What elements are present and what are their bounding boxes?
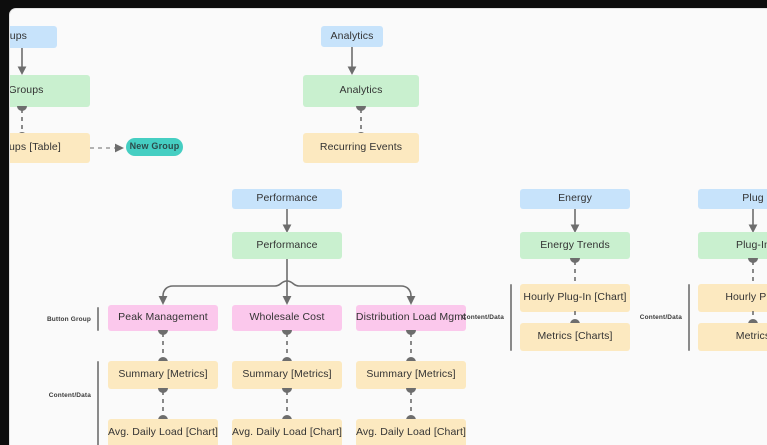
connector-performance-branch	[158, 259, 416, 305]
node-plugin-metrics[interactable]: Metrics	[698, 323, 767, 351]
connector-performance-page-to-screen	[282, 209, 292, 233]
connector-distribution-summary-to-chart	[406, 388, 416, 420]
connector-groups-page-to-screen	[17, 48, 27, 75]
node-distribution-summary[interactable]: Summary [Metrics]	[356, 361, 466, 389]
connector-energy-hourly-to-metrics	[570, 311, 580, 324]
bracket-content-data-energy	[510, 284, 512, 351]
button-new-group[interactable]: New Group	[126, 138, 183, 156]
node-wholesale-avg-daily-load[interactable]: Avg. Daily Load [Chart]	[232, 419, 342, 445]
node-peak-summary[interactable]: Summary [Metrics]	[108, 361, 218, 389]
node-analytics-screen[interactable]: Analytics	[303, 75, 419, 107]
connector-peak-to-summary	[158, 330, 168, 362]
button-wholesale-cost[interactable]: Wholesale Cost	[232, 305, 342, 331]
connector-analytics-page-to-screen	[347, 47, 357, 75]
node-energy-page[interactable]: Energy	[520, 189, 630, 209]
node-plugin-hourly-chart[interactable]: Hourly Plug	[698, 284, 767, 312]
node-groups-screen[interactable]: Groups	[10, 75, 90, 107]
connector-plugin-hourly-to-metrics	[748, 311, 758, 324]
label-content-data-energy: Content/Data	[461, 314, 504, 321]
node-energy-hourly-plugin-chart[interactable]: Hourly Plug-In [Chart]	[520, 284, 630, 312]
connector-energy-screen-to-hourly	[570, 258, 580, 286]
connector-wholesale-summary-to-chart	[282, 388, 292, 420]
node-distribution-avg-daily-load[interactable]: Avg. Daily Load [Chart]	[356, 419, 466, 445]
label-content-data-plugin: Content/Data	[639, 314, 682, 321]
bracket-button-group	[97, 307, 99, 331]
node-analytics-page[interactable]: Analytics	[321, 26, 383, 47]
node-groups-page[interactable]: Groups	[10, 26, 57, 48]
node-performance-page[interactable]: Performance	[232, 189, 342, 209]
bracket-content-data-performance	[97, 361, 99, 445]
node-groups-table[interactable]: Groups [Table]	[10, 133, 90, 163]
connector-plugin-page-to-screen	[748, 209, 758, 233]
button-distribution-load-mgmt[interactable]: Distribution Load Mgmt	[356, 305, 466, 331]
connector-wholesale-to-summary	[282, 330, 292, 362]
node-energy-metrics-charts[interactable]: Metrics [Charts]	[520, 323, 630, 351]
diagram-canvas[interactable]: Groups Groups Groups [Table] New Group A…	[10, 9, 767, 445]
connector-groups-table-to-new-group	[90, 143, 124, 153]
node-plugin-page[interactable]: Plug	[698, 189, 767, 209]
node-wholesale-summary[interactable]: Summary [Metrics]	[232, 361, 342, 389]
connector-peak-summary-to-chart	[158, 388, 168, 420]
bracket-content-data-plugin	[688, 284, 690, 351]
node-recurring-events[interactable]: Recurring Events	[303, 133, 419, 163]
diagram-canvas-frame: Groups Groups Groups [Table] New Group A…	[10, 9, 767, 445]
button-peak-management[interactable]: Peak Management	[108, 305, 218, 331]
node-plugin-screen[interactable]: Plug-In	[698, 232, 767, 259]
node-performance-screen[interactable]: Performance	[232, 232, 342, 259]
connector-distribution-to-summary	[406, 330, 416, 362]
node-peak-avg-daily-load[interactable]: Avg. Daily Load [Chart]	[108, 419, 218, 445]
node-energy-trends-screen[interactable]: Energy Trends	[520, 232, 630, 259]
connector-energy-page-to-screen	[570, 209, 580, 233]
connector-plugin-screen-to-hourly	[748, 258, 758, 286]
label-content-data-performance: Content/Data	[48, 392, 91, 399]
label-button-group: Button Group	[46, 316, 91, 323]
